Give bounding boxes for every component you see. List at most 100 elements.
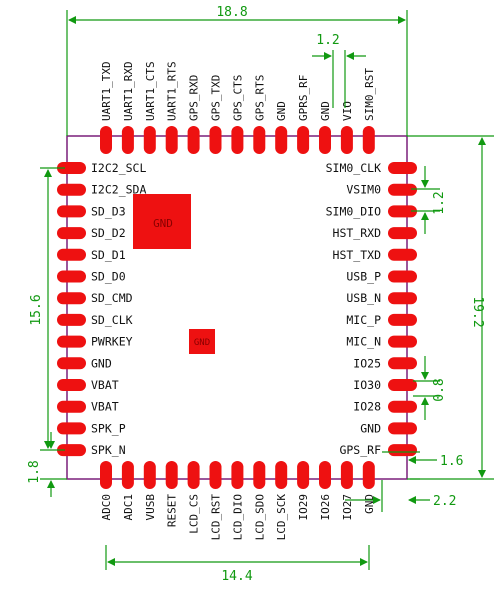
- dim-pad-width-value: 0.8: [432, 378, 447, 401]
- pad-right-2: [388, 183, 417, 196]
- top-pads: [100, 126, 375, 154]
- bottom-pads: [100, 461, 375, 489]
- pin-label-left-sd-d1: SD_D1: [91, 248, 126, 262]
- pad-right-5: [388, 248, 417, 261]
- pad-left-2: [57, 183, 86, 196]
- pin-label-left-spk-n: SPK_N: [91, 443, 126, 457]
- pad-left-4: [57, 227, 86, 240]
- left-pads: [57, 162, 86, 457]
- pin-label-right-sim0-dio: SIM0_DIO: [326, 204, 381, 218]
- pin-label-left-vbat: VBAT: [91, 400, 119, 414]
- pin-label-top-gnd: GND: [275, 101, 288, 121]
- pad-left-10: [57, 357, 86, 370]
- pad-right-9: [388, 335, 417, 348]
- pin-label-bottom-lcd-dio: LCD_DIO: [231, 494, 244, 540]
- pad-top-7: [231, 126, 244, 154]
- pad-top-4: [165, 126, 178, 154]
- pin-label-right-hst-txd: HST_TXD: [333, 248, 382, 262]
- pad-top-13: [362, 126, 375, 154]
- pin-label-bottom-lcd-sdo: LCD_SDO: [253, 494, 266, 540]
- pin-label-top-gnd: GND: [319, 101, 332, 121]
- pad-top-11: [319, 126, 331, 154]
- pad-left-6: [57, 270, 86, 283]
- pin-label-left-i2c2-sda: I2C2_SDA: [91, 183, 146, 197]
- pad-bottom-11: [319, 461, 331, 489]
- pad-bottom-4: [165, 461, 178, 489]
- left-pin-labels: I2C2_SCLI2C2_SDASD_D3SD_D2SD_D1SD_D0SD_C…: [91, 161, 146, 457]
- pin-label-bottom-vusb: VUSB: [144, 494, 157, 521]
- pin-label-top-vio: VIO: [341, 101, 354, 121]
- pad-bottom-5: [187, 461, 200, 489]
- pad-bottom-7: [231, 461, 244, 489]
- dim-gps-offset-value: 1.6: [440, 454, 463, 469]
- pad-top-9: [275, 126, 288, 154]
- pin-label-right-gnd: GND: [360, 421, 381, 435]
- pin-label-right-usb-p: USB_P: [346, 270, 381, 284]
- dim-right-pitch-value: 1.2: [432, 191, 447, 214]
- pad-left-11: [57, 379, 86, 391]
- pad-right-1: [388, 162, 417, 174]
- pin-label-bottom-lcd-rst: LCD_RST: [210, 494, 223, 541]
- pad-left-1: [57, 162, 86, 174]
- pad-bottom-3: [143, 461, 156, 489]
- pad-left-14: [57, 444, 86, 457]
- pad-right-8: [388, 313, 417, 326]
- dim-overall-height-value: 19.2: [470, 296, 485, 327]
- pin-label-top-gps-txd: GPS_TXD: [210, 75, 223, 121]
- pin-label-left-i2c2-scl: I2C2_SCL: [91, 161, 146, 175]
- pin-label-left-sd-cmd: SD_CMD: [91, 291, 133, 305]
- pad-top-8: [253, 126, 266, 154]
- pad-bottom-9: [275, 461, 288, 489]
- pad-right-3: [388, 205, 417, 218]
- pad-right-13: [388, 422, 417, 435]
- pad-top-1: [100, 126, 112, 154]
- pad-left-9: [57, 335, 86, 348]
- dimension-values: 18.8 1.2 19.2 1.2 0.8 1.6 2.2 15.6 1.8 1…: [27, 5, 485, 584]
- pin-label-right-io25: IO25: [353, 356, 381, 370]
- pin-label-bottom-io29: IO29: [297, 494, 310, 521]
- pad-left-12: [57, 400, 86, 413]
- right-pin-labels: SIM0_CLKVSIM0SIM0_DIOHST_RXDHST_TXDUSB_P…: [326, 161, 381, 457]
- pin-label-right-io28: IO28: [353, 400, 381, 414]
- pin-label-left-gnd: GND: [91, 356, 112, 370]
- pad-left-8: [57, 313, 86, 326]
- pin-label-bottom-gnd: GND: [363, 494, 376, 514]
- pad-top-5: [187, 126, 200, 154]
- pin-label-top-gprs-rf: GPRS_RF: [297, 75, 310, 121]
- pin-label-bottom-lcd-cs: LCD_CS: [188, 494, 201, 534]
- pad-bottom-10: [297, 461, 310, 489]
- pin-label-right-vsim0: VSIM0: [346, 183, 381, 197]
- pin-label-top-gps-cts: GPS_CTS: [231, 75, 244, 121]
- pin-label-top-uart1-rts: UART1_RTS: [166, 61, 179, 121]
- pad-bottom-13: [362, 461, 375, 489]
- pin-label-right-sim0-clk: SIM0_CLK: [326, 161, 381, 175]
- pin-label-right-mic-n: MIC_N: [346, 335, 381, 349]
- center-gnd-pad-small: [189, 329, 215, 354]
- dim-bottom-span-value: 14.4: [221, 569, 252, 584]
- right-pads: [388, 162, 417, 457]
- center-gnd-pad-large-label: GND: [153, 217, 173, 230]
- pad-right-11: [388, 379, 417, 391]
- center-gnd-pad-large: [133, 194, 191, 249]
- dimension-lines: [40, 10, 494, 570]
- pad-left-3: [57, 205, 86, 218]
- pin-label-left-spk-p: SPK_P: [91, 421, 126, 435]
- pad-right-7: [388, 292, 417, 305]
- pad-top-6: [209, 126, 222, 154]
- pin-label-top-uart1-txd: UART1_TXD: [100, 61, 113, 121]
- pad-top-2: [121, 126, 134, 154]
- pin-label-left-sd-d3: SD_D3: [91, 204, 126, 218]
- pad-right-4: [388, 227, 417, 240]
- dim-bottom-left-value: 1.8: [27, 460, 42, 483]
- pad-bottom-8: [253, 461, 266, 489]
- center-gnd-pad-small-label: GND: [194, 338, 210, 348]
- pad-left-7: [57, 292, 86, 305]
- pin-label-bottom-lcd-sck: LCD_SCK: [275, 494, 288, 541]
- pad-right-10: [388, 357, 417, 370]
- pin-label-bottom-adc0: ADC0: [100, 494, 113, 521]
- pad-left-13: [57, 422, 86, 435]
